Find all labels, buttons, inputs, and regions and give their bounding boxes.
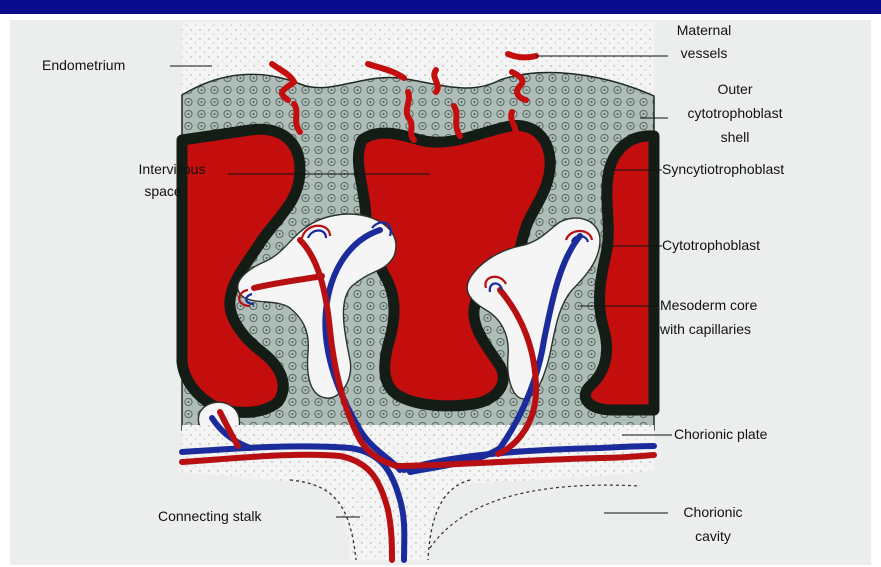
label-intervillous-line2: space: [118, 182, 208, 201]
label-intervillous-line1: Intervillous: [118, 160, 226, 179]
label-chorionic-cavity-line1: Chorionic: [670, 503, 756, 522]
label-mesoderm-line1: Mesoderm core: [660, 296, 757, 315]
label-cytotrophoblast: Cytotrophoblast: [662, 236, 760, 255]
chorionic-cavity-outline: [430, 485, 640, 548]
label-maternal-vessels-line1: Maternal: [662, 21, 746, 40]
label-syncytiotrophoblast: Syncytiotrophoblast: [662, 160, 784, 179]
label-outer-shell-line1: Outer: [670, 80, 800, 99]
label-outer-shell-line2: cytotrophoblast: [670, 104, 800, 123]
label-mesoderm-line2: with capillaries: [660, 320, 751, 339]
label-chorionic-cavity-line2: cavity: [670, 527, 756, 546]
label-endometrium: Endometrium: [42, 56, 125, 75]
label-outer-shell-line3: shell: [670, 128, 800, 147]
label-connecting-stalk: Connecting stalk: [158, 507, 262, 526]
label-maternal-vessels-line2: vessels: [662, 44, 746, 63]
label-chorionic-plate: Chorionic plate: [674, 425, 767, 444]
